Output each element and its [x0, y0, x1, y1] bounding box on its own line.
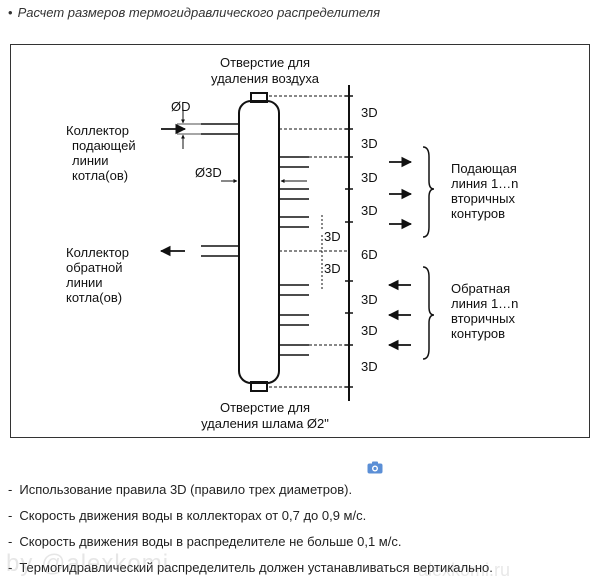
supply-bracket — [422, 146, 435, 238]
right-supply-text-4: контуров — [451, 206, 505, 221]
list-item: -Использование правила 3D (правило трех … — [8, 482, 353, 497]
scale-ticks — [345, 95, 353, 388]
left-return-text-3: линии — [66, 275, 103, 290]
segment-label: 3D — [361, 136, 378, 151]
left-return-text-4: котла(ов) — [66, 290, 122, 305]
od-label: ØD — [171, 99, 191, 114]
distributor-vessel — [238, 100, 280, 384]
title-bullet: • — [8, 5, 13, 20]
right-supply-text-3: вторичных — [451, 191, 515, 206]
diagram-frame: Отверстие для удаления воздуха — [10, 44, 590, 438]
return-outlet-pipe — [201, 245, 239, 257]
left-supply-text-2: подающей — [72, 138, 136, 153]
left-return-text-2: обратной — [66, 260, 122, 275]
title-text: Расчет размеров термогидравлического рас… — [17, 5, 381, 20]
air-vent-label-1: Отверстие для — [220, 55, 310, 70]
rules-list: -Использование правила 3D (правило трех … — [8, 482, 493, 586]
sludge-label-1: Отверстие для — [220, 400, 310, 415]
list-item: -Термогидравлический распределитель долж… — [8, 560, 493, 575]
supply-branches — [279, 156, 309, 228]
return-branches — [279, 284, 309, 356]
return-bracket — [422, 266, 435, 360]
sludge-drain-cap — [250, 381, 268, 392]
segment-label: 3D — [361, 359, 378, 374]
segment-label: 3D — [361, 105, 378, 120]
watermark-site: alexkomi.ru — [418, 560, 511, 580]
right-return-text-3: вторичных — [451, 311, 515, 326]
segment-label: 3D — [361, 323, 378, 338]
list-item: -Скорость движения воды в коллекторах от… — [8, 508, 367, 523]
segment-label: 6D — [361, 247, 378, 262]
right-supply-text-1: Подающая — [451, 161, 517, 176]
segment-label: 3D — [361, 203, 378, 218]
right-return-text-4: контуров — [451, 326, 505, 341]
air-vent-label-2: удаления воздуха — [211, 71, 320, 86]
right-return-text-1: Обратная — [451, 281, 510, 296]
sludge-label-2: удаления шлама Ø2" — [201, 416, 329, 431]
right-return-text-2: линия 1…n — [451, 296, 518, 311]
page-title: • Расчет размеров термогидравлического ра… — [8, 5, 380, 20]
left-supply-text-3: линии — [72, 153, 109, 168]
segment-label: 3D — [361, 292, 378, 307]
left-return-text-1: Коллектор — [66, 245, 129, 260]
left-supply-text-1: Коллектор — [66, 123, 129, 138]
o3d-label: Ø3D — [195, 165, 222, 180]
list-item: -Скорость движения воды в распределителе… — [8, 534, 402, 549]
segment-label: 3D — [361, 170, 378, 185]
camera-icon[interactable] — [367, 461, 383, 474]
left-supply-text-4: котла(ов) — [72, 168, 128, 183]
distributor-diagram: Отверстие для удаления воздуха — [66, 55, 518, 431]
inner-3d-label: 3D — [324, 229, 341, 244]
supply-inlet-pipe — [201, 123, 239, 135]
air-vent-cap — [250, 92, 268, 103]
inner-3d-label: 3D — [324, 261, 341, 276]
watermark: by @alexkomi — [6, 550, 170, 577]
right-supply-text-2: линия 1…n — [451, 176, 518, 191]
